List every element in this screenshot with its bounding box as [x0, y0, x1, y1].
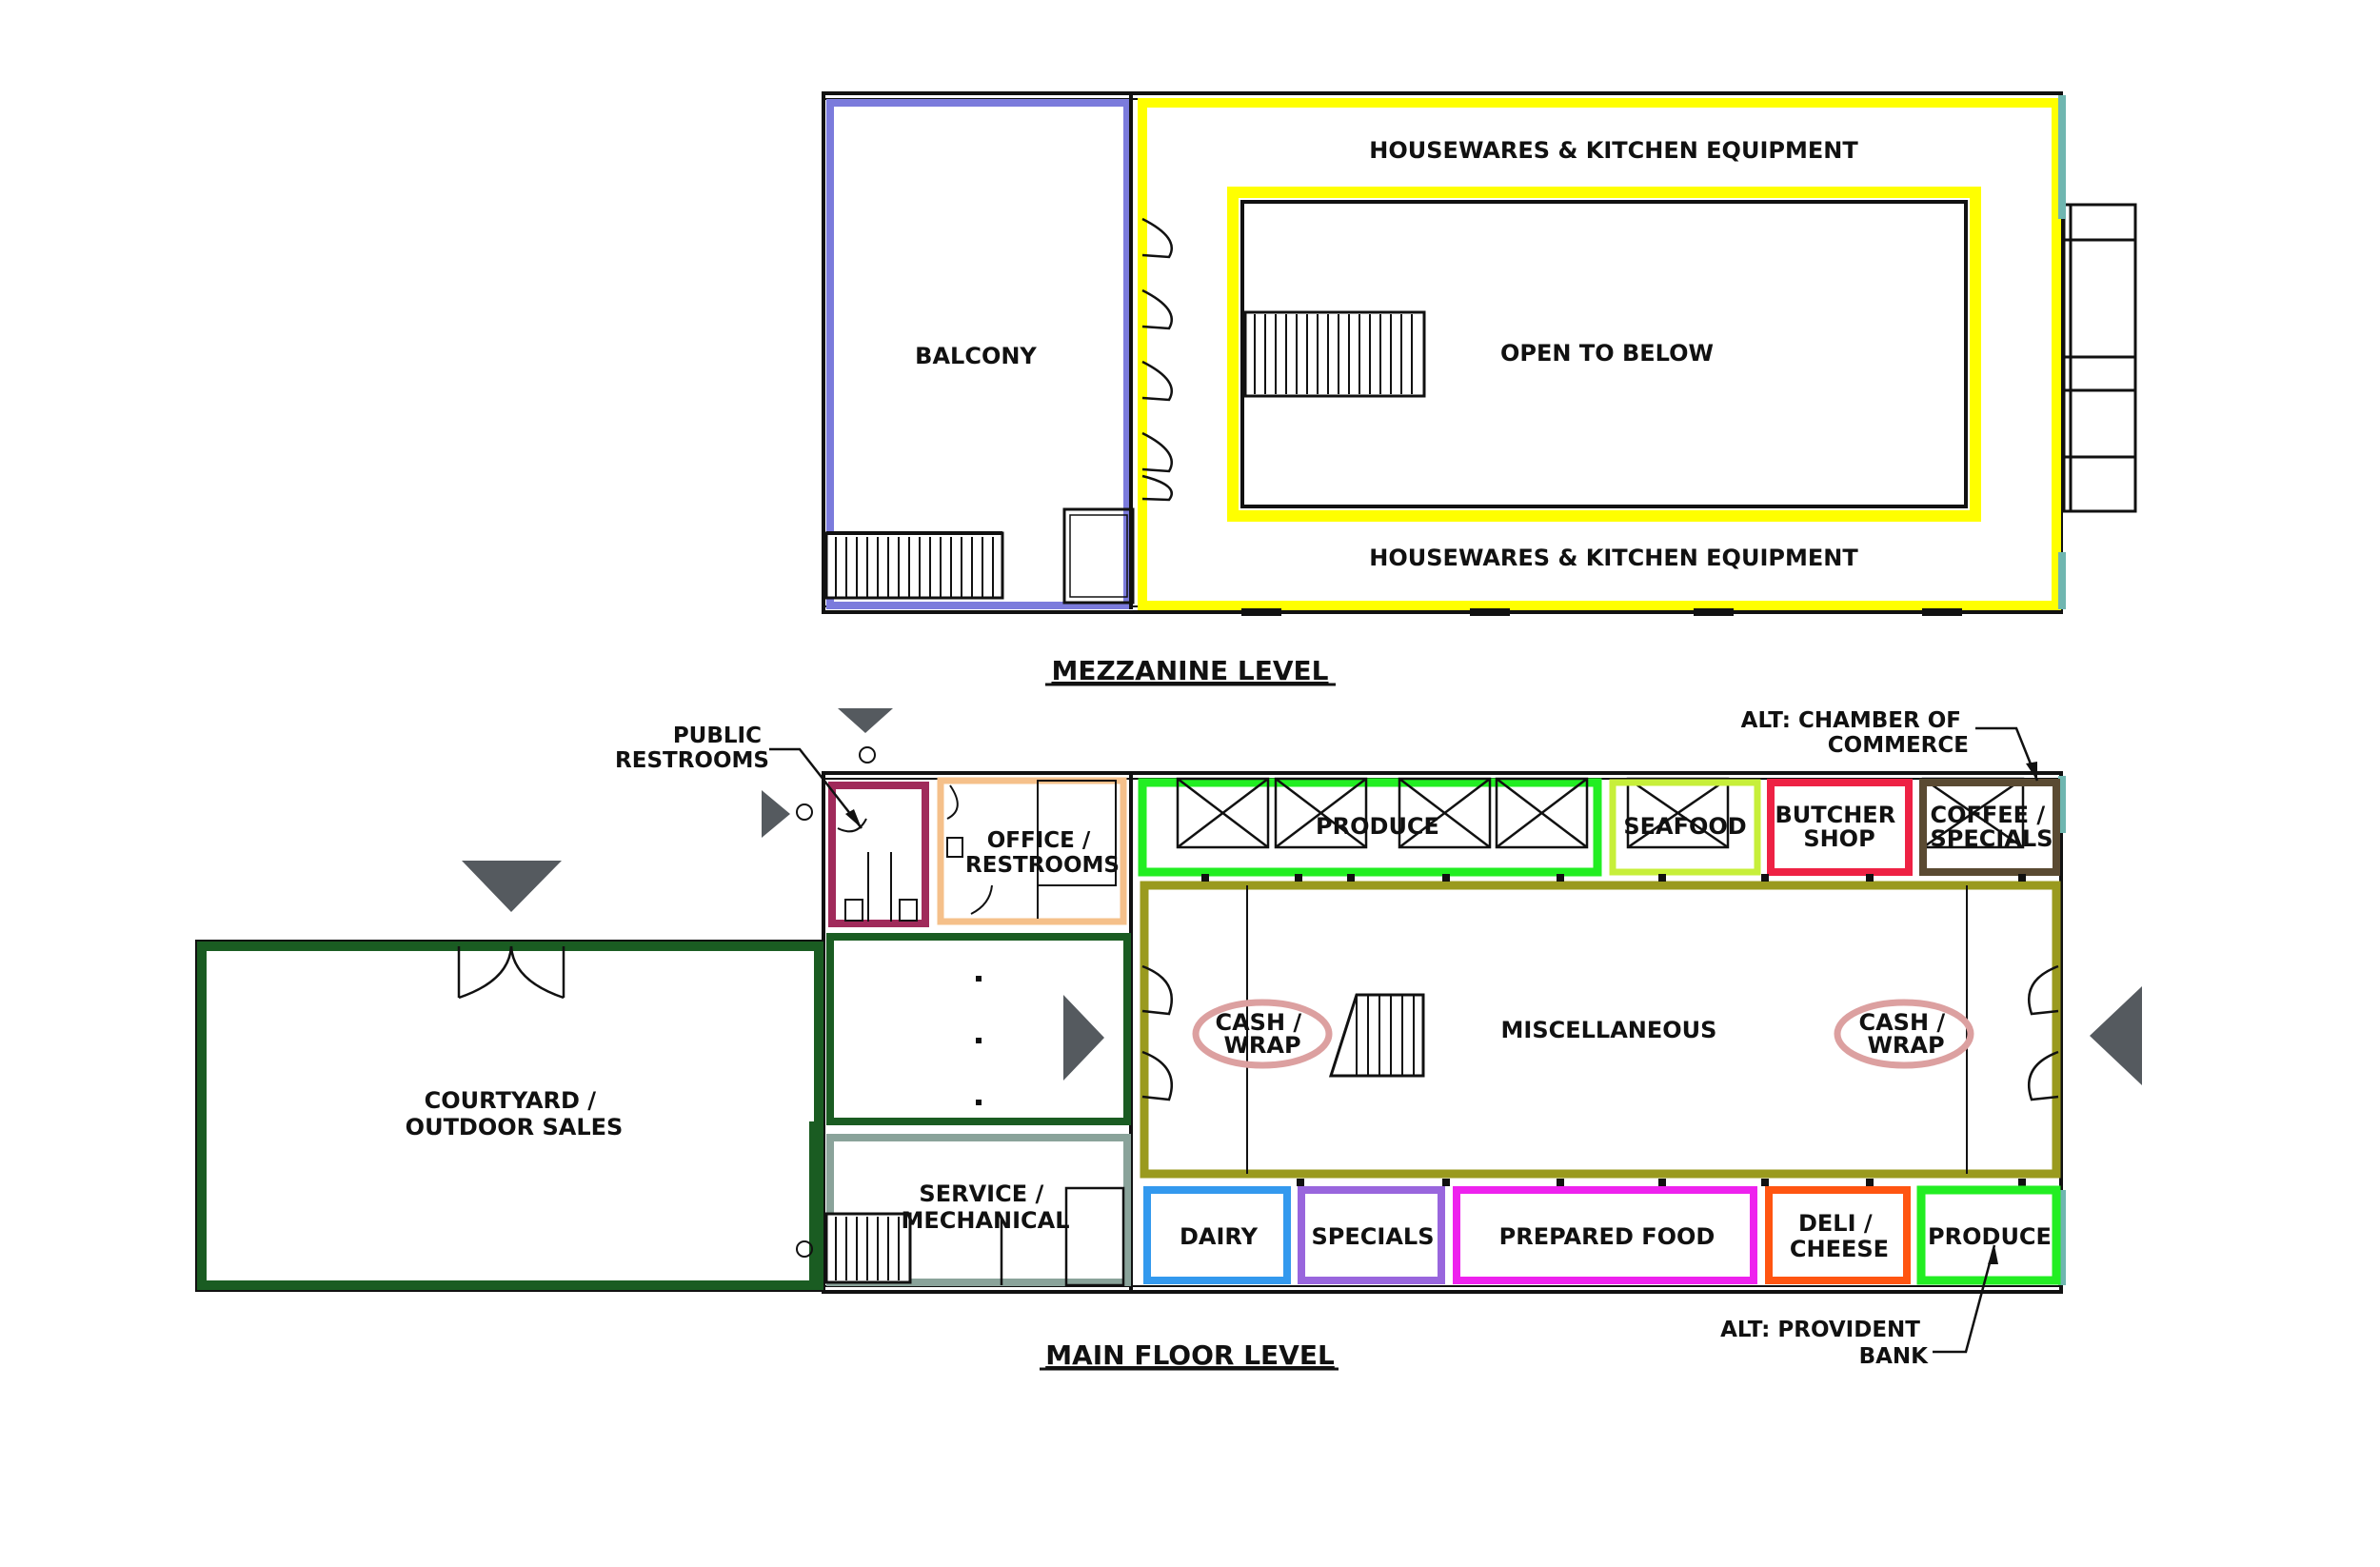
mezzanine-level: BALCONY — [822, 91, 2137, 686]
specials-label: SPECIALS — [1312, 1223, 1435, 1250]
alt-provident-label: ALT: PROVIDENT BANK — [1720, 1318, 1929, 1369]
cash-wrap-right-counter — [1834, 999, 1974, 1069]
specials-zone — [1298, 1186, 1445, 1284]
miscellaneous-label: MISCELLANEOUS — [1501, 1017, 1717, 1043]
service-mechanical-zone — [826, 1134, 1131, 1286]
dairy-label: DAIRY — [1180, 1223, 1259, 1250]
stair-icon — [824, 1212, 912, 1284]
cash-wrap-left-label: CASH / WRAP — [1215, 1009, 1309, 1059]
stair-icon — [1328, 993, 1425, 1078]
coffee-specials-zone — [1919, 779, 2060, 876]
dairy-zone — [1143, 1186, 1291, 1284]
produce-bins — [1176, 777, 2025, 849]
toilet-icon — [946, 780, 1117, 919]
balcony-zone — [826, 99, 1131, 609]
door-swing-icon — [1141, 964, 2059, 1101]
deli-cheese-label: DELI / CHEESE — [1790, 1210, 1889, 1262]
open-to-below-label: OPEN TO BELOW — [1500, 340, 1714, 367]
stair-icon — [824, 531, 1004, 600]
butcher-shop-label: BUTCHER SHOP — [1775, 802, 1903, 852]
seafood-label: SEAFOOD — [1623, 813, 1746, 840]
prepared-food-label: PREPARED FOOD — [1499, 1223, 1716, 1250]
cash-wrap-right-label: CASH / WRAP — [1858, 1009, 1953, 1059]
lobby-zone — [826, 933, 1131, 1125]
door-swing-icon — [457, 945, 565, 1000]
office-restrooms-label: OFFICE / RESTROOMS — [965, 828, 1120, 878]
coffee-specials-label: COFFEE / SPECIALS — [1930, 802, 2053, 852]
produce-bottom-label: PRODUCE — [1928, 1223, 2052, 1250]
entry-arrow-icon — [462, 708, 2142, 1085]
housewares-bottom-label: HOUSEWARES & KITCHEN EQUIPMENT — [1369, 545, 1858, 571]
stair-icon — [1243, 310, 1426, 398]
butcher-shop-zone — [1767, 779, 1913, 876]
produce-bottom-zone — [1916, 1185, 2061, 1285]
produce-top-label: PRODUCE — [1316, 813, 1439, 840]
public-restrooms-zone — [828, 782, 929, 927]
service-mechanical-label: SERVICE / MECHANICAL — [901, 1180, 1069, 1234]
door-swing-icon — [1141, 217, 1173, 502]
cash-wrap-left-counter — [1192, 999, 1333, 1069]
produce-top-zone — [1138, 778, 1602, 877]
courtyard-label: COURTYARD / OUTDOOR SALES — [406, 1087, 624, 1141]
office-restrooms-zone — [937, 777, 1127, 925]
main-floor-title: MAIN FLOOR LEVEL — [1045, 1339, 1335, 1371]
mezzanine-title: MEZZANINE LEVEL — [1051, 655, 1328, 686]
toilet-icon — [837, 818, 918, 922]
miscellaneous-zone — [1140, 881, 2061, 1179]
open-to-below-zone — [1227, 187, 1981, 522]
seafood-zone — [1609, 779, 1761, 876]
balcony-label: BALCONY — [915, 343, 1037, 369]
main-floor-level: PUBLIC RESTROOMS OFFICE / RESTROOMS PROD… — [195, 708, 2142, 1371]
prepared-food-zone — [1453, 1186, 1757, 1284]
public-restrooms-label: PUBLIC RESTROOMS — [615, 724, 769, 773]
housewares-top-label: HOUSEWARES & KITCHEN EQUIPMENT — [1369, 137, 1858, 164]
deli-cheese-zone — [1765, 1186, 1911, 1284]
alt-chamber-label: ALT: CHAMBER OF COMMERCE — [1741, 708, 1969, 758]
housewares-zone — [1138, 98, 2061, 610]
mezzanine-right-projection — [2062, 203, 2137, 513]
